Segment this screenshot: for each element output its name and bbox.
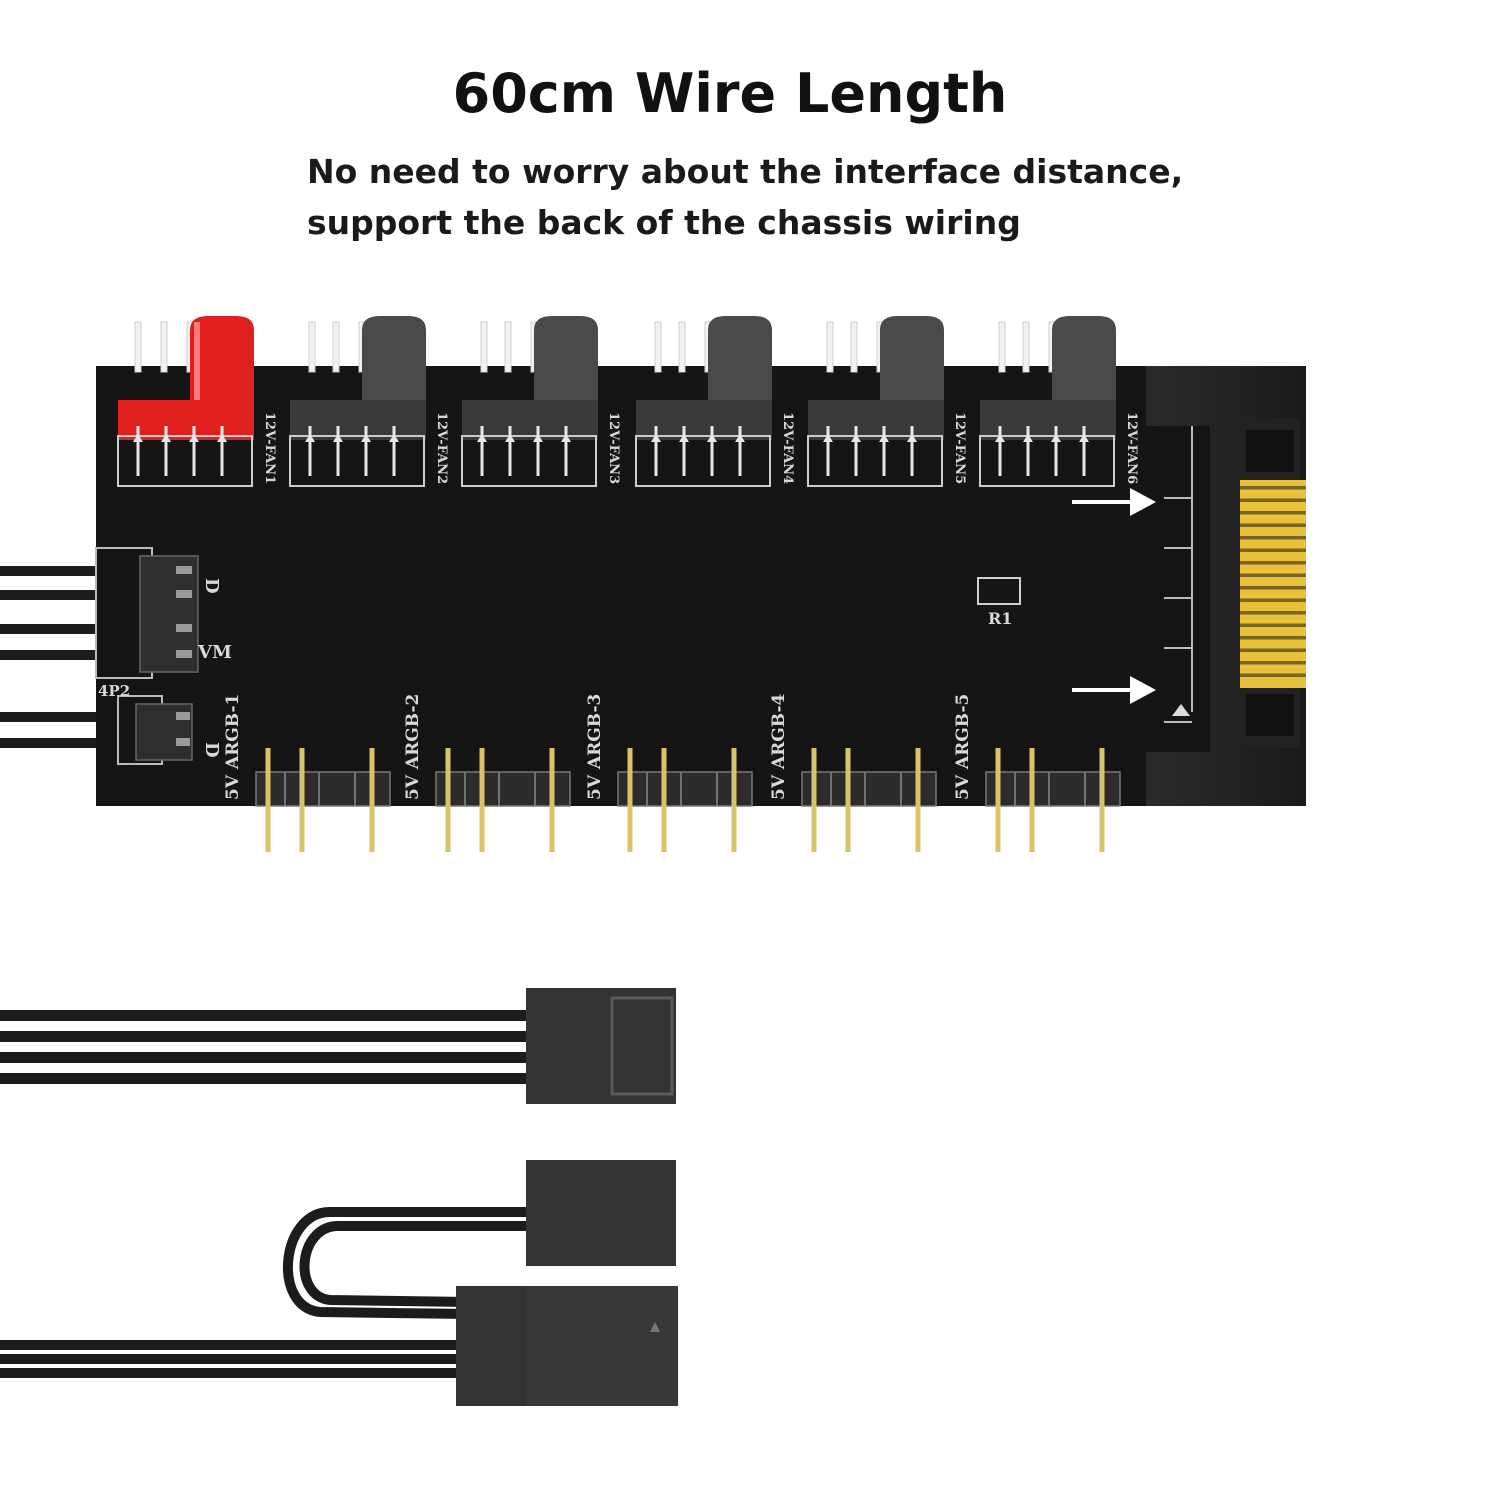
fan-label: 12V-FAN2: [434, 412, 449, 484]
argb-header: [801, 748, 937, 852]
argb-cable: [0, 1160, 678, 1406]
fan-latch: [880, 316, 944, 404]
fan-label: 12V-FAN5: [952, 412, 967, 484]
arrow-icon: [1072, 676, 1156, 704]
fan-connector: [289, 400, 426, 487]
fan-connector: [807, 400, 944, 487]
argb-label: 5V ARGB-2: [403, 694, 423, 800]
fan-label: 12V-FAN1: [262, 412, 277, 484]
resistor: [977, 577, 1021, 605]
input-connector: [95, 547, 199, 679]
fan-latch: [190, 316, 254, 404]
resistor-label: R1: [988, 609, 1012, 628]
side-label-mid: VM: [197, 642, 232, 663]
fan-connector: [635, 400, 772, 487]
fan-label: 12V-FAN6: [1124, 412, 1139, 484]
fan-latch: [708, 316, 772, 404]
argb-header: [435, 748, 571, 852]
pin-marker-icon: [650, 1322, 660, 1332]
fan-latch: [1052, 316, 1116, 404]
input-connector-small: [117, 695, 193, 765]
fan-label: 12V-FAN4: [780, 412, 795, 484]
argb-label: 5V ARGB-5: [953, 694, 973, 800]
argb-plug-female: [526, 1160, 676, 1266]
input-cables: [0, 566, 120, 748]
fan-connector: [979, 400, 1116, 487]
subtitle-line-1: No need to worry about the interface dis…: [307, 152, 1184, 191]
side-label-bottom: D: [201, 742, 222, 758]
fan-plug: [526, 988, 676, 1104]
fan-connector: [461, 400, 598, 487]
side-label-top: D: [201, 578, 222, 594]
arrow-icon: [1072, 488, 1156, 516]
argb-label: 5V ARGB-4: [769, 693, 789, 800]
fan-label: 12V-FAN3: [606, 412, 621, 484]
fan-latch: [362, 316, 426, 404]
argb-header: [985, 748, 1121, 852]
argb-label: 5V ARGB-3: [585, 694, 605, 800]
heading: 60cm Wire Length: [452, 62, 1008, 125]
fan-cable: [0, 988, 676, 1104]
input-label: 4P2: [98, 682, 130, 700]
fan-latch: [534, 316, 598, 404]
fan-connector: [117, 400, 254, 487]
argb-label: 5V ARGB-1: [223, 694, 243, 800]
argb-header: [617, 748, 753, 852]
subtitle-line-2: support the back of the chassis wiring: [307, 203, 1021, 242]
argb-header: [255, 748, 391, 852]
